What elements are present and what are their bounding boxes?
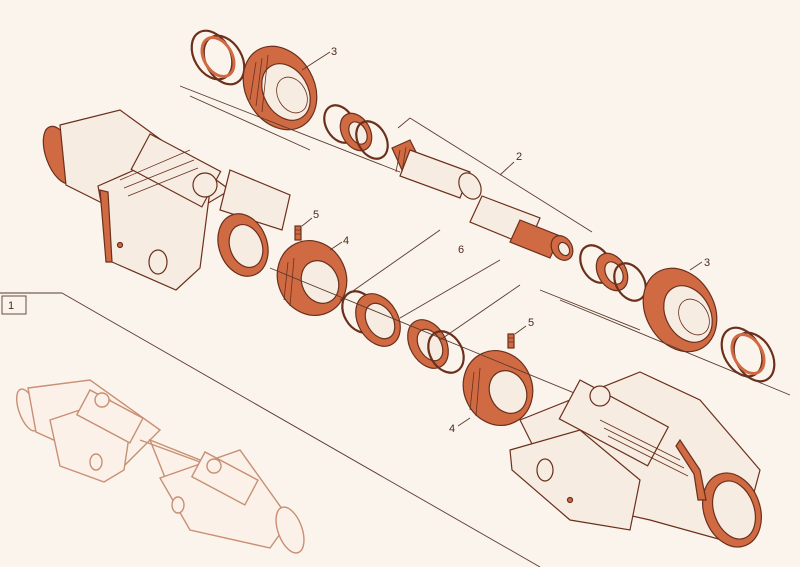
callout-6: 6 <box>458 244 464 256</box>
axis-line-upper-b <box>189 95 311 151</box>
callout-4-upper: 4 <box>343 235 349 247</box>
axis-line-lower-a <box>559 299 791 396</box>
leader-6c <box>439 284 521 341</box>
shaft-assembly <box>391 139 574 261</box>
set-screw-upper <box>294 225 302 241</box>
leader-3-lower <box>689 261 703 271</box>
threaded-sleeve-lower <box>642 267 718 353</box>
axis-line-lower-b <box>539 289 641 331</box>
callout-2: 2 <box>516 151 522 163</box>
cylinder-body-upper <box>42 109 291 291</box>
snap-ring-pair-bottom <box>720 326 776 383</box>
leader-4-upper <box>329 241 343 251</box>
leader-3-upper <box>301 51 331 71</box>
seal-ring-set-upper <box>323 104 389 160</box>
frame-diagonal <box>61 292 541 567</box>
leader-6a <box>339 229 441 301</box>
threaded-nut-upper <box>276 240 348 316</box>
seal-ring-set-lower <box>579 244 647 302</box>
callout-4-lower: 4 <box>449 423 455 435</box>
threaded-nut-lower <box>462 350 534 426</box>
callout-1-box <box>1 295 27 315</box>
set-screw-lower <box>507 333 515 349</box>
o-ring-set-6 <box>341 290 465 374</box>
leader-4-lower <box>457 417 471 427</box>
assembled-view-inset <box>15 379 305 554</box>
callout-3-upper: 3 <box>331 46 337 58</box>
leader-5-upper <box>301 217 313 227</box>
callout-5-lower: 5 <box>528 317 534 329</box>
callout-3-lower: 3 <box>704 257 710 269</box>
leader-6b <box>399 259 501 319</box>
callout-1: 1 <box>8 300 14 312</box>
callout-5-upper: 5 <box>313 209 319 221</box>
threaded-sleeve-upper <box>242 45 318 131</box>
leader-5-lower <box>514 325 527 335</box>
leader-2 <box>499 161 515 176</box>
axis-line-upper-a <box>179 85 401 173</box>
cylinder-body-lower <box>509 371 762 548</box>
bracket-2 <box>397 117 593 233</box>
snap-ring-pair-top <box>190 29 246 86</box>
piston-bore-ring <box>217 213 269 277</box>
